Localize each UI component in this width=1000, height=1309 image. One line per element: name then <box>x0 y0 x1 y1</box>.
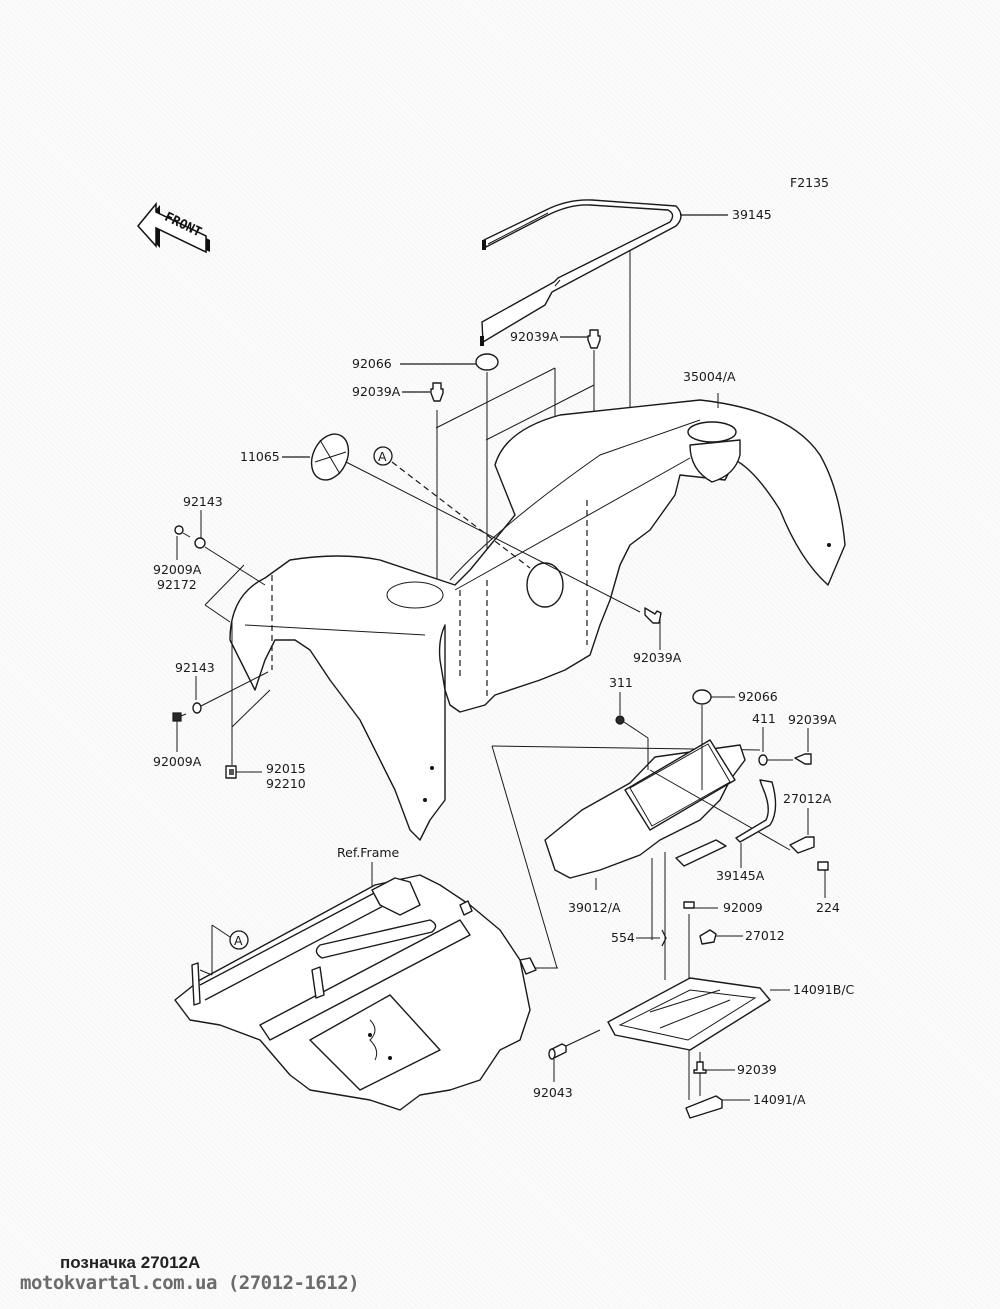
fasteners-left-top: 92143 92009A 92172 <box>153 494 266 623</box>
callout-27012: 27012 <box>745 928 785 943</box>
callout-92066-top: 92066 <box>352 356 392 371</box>
callout-224: 224 <box>816 900 840 915</box>
callout-11065: 11065 <box>240 449 280 464</box>
clip-92039A-left: 92039A <box>352 382 444 700</box>
clip-92039A-right: 92039A <box>633 607 682 665</box>
callout-39145A: 39145A <box>716 868 765 883</box>
callout-92043: 92043 <box>533 1085 573 1100</box>
callout-92039: 92039 <box>737 1062 777 1077</box>
callout-92143-low: 92143 <box>175 660 215 675</box>
callout-14091BC: 14091B/C <box>793 982 855 997</box>
callout-92066-box: 92066 <box>738 689 778 704</box>
footer-title: позначка 27012A <box>60 1253 201 1272</box>
callout-92143-top: 92143 <box>183 494 223 509</box>
clip-92039A-top: 92039A <box>510 329 601 480</box>
callout-ref-frame: Ref.Frame <box>337 845 400 860</box>
callout-554: 554 <box>611 930 635 945</box>
callout-39012A: 39012/A <box>568 900 621 915</box>
callout-92039A-top: 92039A <box>510 329 559 344</box>
callout-92039A-left: 92039A <box>352 384 401 399</box>
reference-marker-A-top: A <box>373 446 531 569</box>
reference-marker-A-bottom: A <box>199 924 249 976</box>
svg-text:A: A <box>234 933 243 948</box>
latch-27012A: 27012A 224 <box>783 791 840 915</box>
seal-strip-39145A: 39145A <box>675 779 777 883</box>
glovebox-39012A: 311 92066 411 92039A 39012/A <box>491 675 837 980</box>
callout-92015: 92015 <box>266 761 306 776</box>
callout-14091A: 14091/A <box>753 1092 806 1107</box>
callout-27012A: 27012A <box>783 791 832 806</box>
svg-text:A: A <box>378 449 387 464</box>
callout-92210: 92210 <box>266 776 306 791</box>
callout-311: 311 <box>609 675 633 690</box>
callout-39145: 39145 <box>732 207 772 222</box>
figure-code: F2135 <box>790 175 829 190</box>
callout-92009A-top: 92009A <box>153 562 202 577</box>
callout-92039A-right: 92039A <box>633 650 682 665</box>
callout-411: 411 <box>752 711 776 726</box>
fasteners-left-low: 92143 92009A 92015 92210 <box>153 620 306 791</box>
glovebox-lid-14091BC: 92009 554 27012 14091B/C 92039 14091/A 9… <box>533 900 855 1119</box>
callout-92172: 92172 <box>157 577 197 592</box>
callout-92039A-box: 92039A <box>788 712 837 727</box>
callout-35004A: 35004/A <box>683 369 736 384</box>
front-arrow-icon: FRONT <box>137 201 210 254</box>
callout-92009A-low: 92009A <box>153 754 202 769</box>
footer-site: motokvartal.com.ua (27012-1612) <box>20 1272 360 1294</box>
grommet-11065: 11065 <box>240 433 641 613</box>
rear-fender-35004A: 35004/A <box>229 369 846 841</box>
seal-strip-39145: 39145 <box>480 199 772 346</box>
callout-92009: 92009 <box>723 900 763 915</box>
ref-frame: Ref.Frame <box>174 845 558 1111</box>
